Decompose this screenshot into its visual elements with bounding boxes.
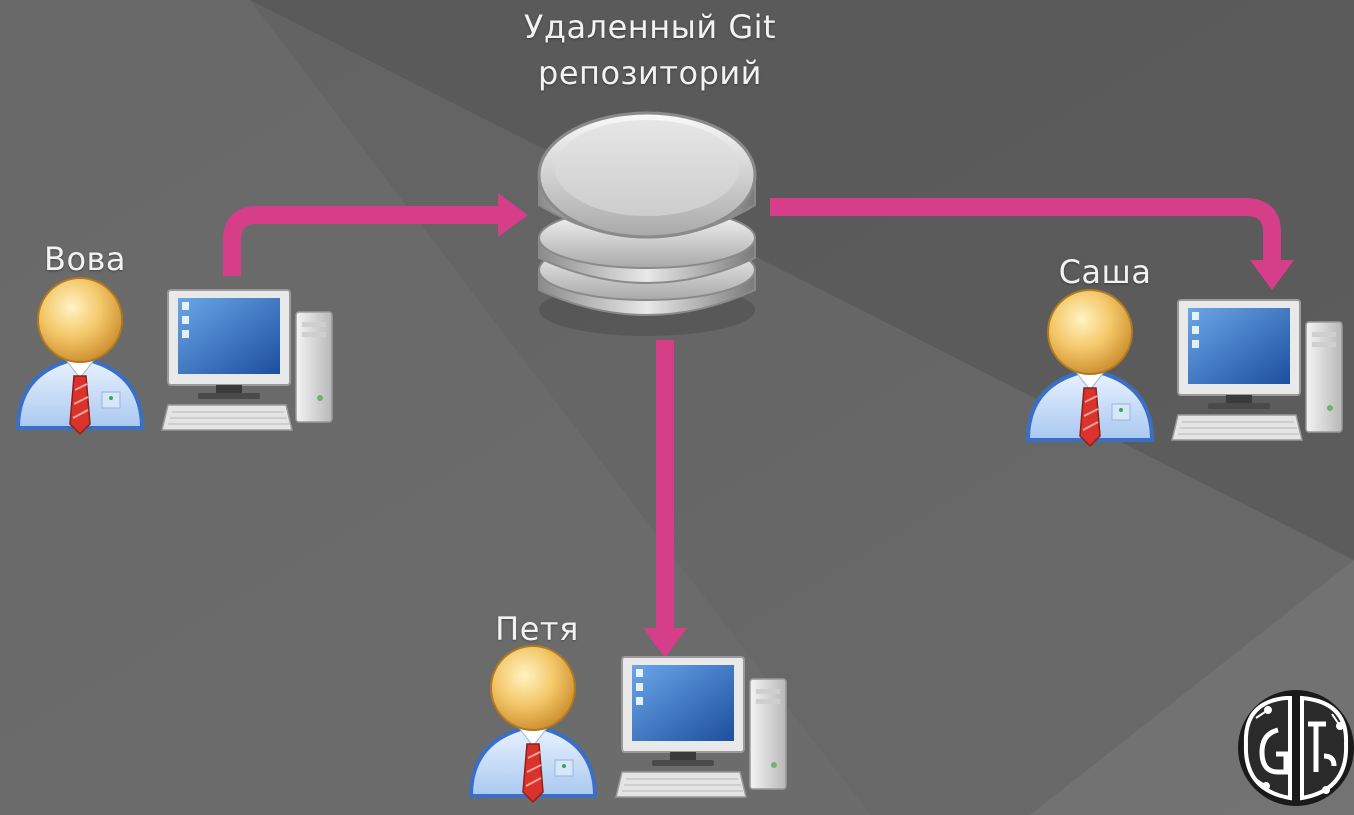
arrow-vova-to-repo (223, 193, 528, 276)
user-name-petya: Петя (495, 610, 579, 648)
repository-title: Удаленный Git репозиторий (440, 4, 860, 96)
user-name-sasha: Саша (1058, 253, 1152, 291)
repository-title-line2: репозиторий (538, 54, 762, 92)
brain-logo-icon (1238, 690, 1354, 806)
user-vova (16, 276, 333, 436)
user-name-vova: Вова (44, 240, 126, 278)
user-sasha (1026, 288, 1343, 448)
background-facet-left (0, 0, 870, 815)
repository-title-line1: Удаленный Git (523, 8, 777, 46)
arrow-repo-to-petya (643, 340, 687, 658)
user-petya (469, 644, 787, 804)
database-server-icon (537, 111, 757, 336)
arrow-repo-to-sasha (770, 198, 1294, 290)
